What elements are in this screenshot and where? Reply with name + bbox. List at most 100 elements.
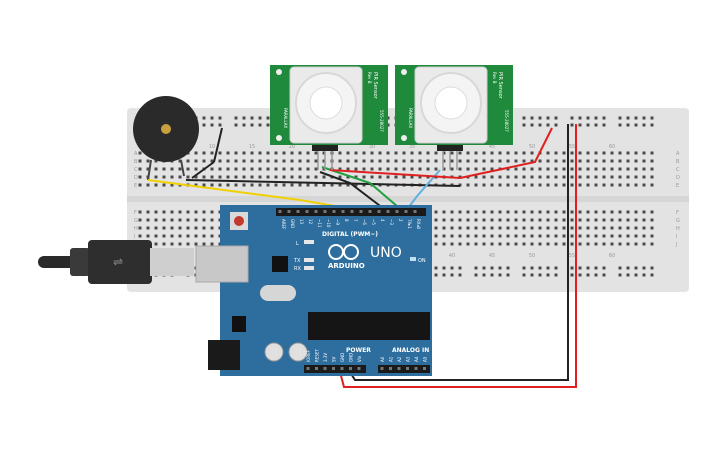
breadboard-hole[interactable]: [610, 175, 614, 179]
breadboard-hole[interactable]: [482, 242, 486, 246]
breadboard-hole[interactable]: [490, 242, 494, 246]
breadboard-hole[interactable]: [370, 175, 374, 179]
breadboard-hole[interactable]: [642, 210, 646, 214]
breadboard-hole[interactable]: [586, 242, 590, 246]
breadboard-hole[interactable]: [634, 175, 638, 179]
breadboard-hole[interactable]: [298, 151, 302, 155]
breadboard-hole[interactable]: [202, 183, 206, 187]
breadboard-hole[interactable]: [538, 234, 542, 238]
analog-pin[interactable]: [380, 367, 384, 370]
breadboard-hole[interactable]: [522, 167, 526, 171]
breadboard-hole[interactable]: [298, 183, 302, 187]
breadboard-hole[interactable]: [178, 175, 182, 179]
breadboard-hole[interactable]: [474, 273, 478, 277]
digital-pin[interactable]: [296, 210, 300, 213]
breadboard-hole[interactable]: [306, 167, 310, 171]
breadboard-hole[interactable]: [490, 210, 494, 214]
breadboard-hole[interactable]: [578, 242, 582, 246]
breadboard-hole[interactable]: [474, 159, 478, 163]
digital-pin[interactable]: [386, 210, 390, 213]
breadboard-hole[interactable]: [466, 218, 470, 222]
breadboard-hole[interactable]: [578, 175, 582, 179]
breadboard-hole[interactable]: [642, 218, 646, 222]
breadboard-hole[interactable]: [378, 151, 382, 155]
breadboard-hole[interactable]: [450, 226, 454, 230]
breadboard-hole[interactable]: [418, 151, 422, 155]
breadboard-hole[interactable]: [514, 183, 518, 187]
breadboard-hole[interactable]: [202, 175, 206, 179]
digital-pin[interactable]: [404, 210, 408, 213]
breadboard-hole[interactable]: [450, 266, 454, 270]
breadboard-hole[interactable]: [554, 218, 558, 222]
breadboard-hole[interactable]: [546, 159, 550, 163]
breadboard-hole[interactable]: [474, 266, 478, 270]
breadboard-hole[interactable]: [306, 151, 310, 155]
breadboard-hole[interactable]: [386, 167, 390, 171]
breadboard-hole[interactable]: [522, 159, 526, 163]
breadboard-hole[interactable]: [178, 242, 182, 246]
breadboard-hole[interactable]: [450, 151, 454, 155]
breadboard-hole[interactable]: [578, 218, 582, 222]
breadboard-hole[interactable]: [530, 123, 534, 127]
breadboard-hole[interactable]: [346, 183, 350, 187]
breadboard-hole[interactable]: [530, 151, 534, 155]
breadboard-hole[interactable]: [578, 273, 582, 277]
breadboard-hole[interactable]: [546, 218, 550, 222]
breadboard-hole[interactable]: [482, 218, 486, 222]
breadboard-hole[interactable]: [234, 183, 238, 187]
breadboard-hole[interactable]: [538, 116, 542, 120]
breadboard-hole[interactable]: [490, 226, 494, 230]
breadboard-hole[interactable]: [482, 183, 486, 187]
breadboard-hole[interactable]: [138, 151, 142, 155]
digital-pin[interactable]: [287, 210, 291, 213]
wire-black-signal[interactable]: [319, 171, 389, 213]
breadboard-hole[interactable]: [562, 175, 566, 179]
breadboard-hole[interactable]: [410, 167, 414, 171]
breadboard-hole[interactable]: [554, 159, 558, 163]
breadboard-hole[interactable]: [530, 159, 534, 163]
breadboard-hole[interactable]: [602, 183, 606, 187]
breadboard-hole[interactable]: [202, 116, 206, 120]
breadboard-hole[interactable]: [194, 242, 198, 246]
wire-black-buzzer[interactable]: [213, 127, 223, 163]
breadboard-hole[interactable]: [242, 183, 246, 187]
breadboard-hole[interactable]: [506, 242, 510, 246]
breadboard-hole[interactable]: [354, 151, 358, 155]
breadboard-hole[interactable]: [506, 266, 510, 270]
breadboard-hole[interactable]: [354, 159, 358, 163]
breadboard-hole[interactable]: [226, 175, 230, 179]
breadboard-hole[interactable]: [578, 151, 582, 155]
breadboard-hole[interactable]: [570, 210, 574, 214]
breadboard-hole[interactable]: [242, 167, 246, 171]
breadboard-hole[interactable]: [530, 242, 534, 246]
breadboard-hole[interactable]: [586, 159, 590, 163]
breadboard-hole[interactable]: [258, 175, 262, 179]
breadboard-hole[interactable]: [354, 167, 358, 171]
breadboard-hole[interactable]: [506, 226, 510, 230]
breadboard-hole[interactable]: [546, 226, 550, 230]
breadboard-hole[interactable]: [634, 116, 638, 120]
breadboard-hole[interactable]: [178, 167, 182, 171]
breadboard-hole[interactable]: [442, 151, 446, 155]
breadboard-hole[interactable]: [346, 151, 350, 155]
breadboard-hole[interactable]: [442, 226, 446, 230]
breadboard-hole[interactable]: [650, 226, 654, 230]
wire-red-5v[interactable]: [339, 124, 577, 388]
breadboard-hole[interactable]: [490, 218, 494, 222]
breadboard-hole[interactable]: [362, 159, 366, 163]
breadboard-hole[interactable]: [618, 273, 622, 277]
breadboard-hole[interactable]: [562, 167, 566, 171]
breadboard-hole[interactable]: [386, 175, 390, 179]
breadboard-hole[interactable]: [570, 151, 574, 155]
breadboard-hole[interactable]: [298, 175, 302, 179]
breadboard-hole[interactable]: [626, 210, 630, 214]
breadboard-hole[interactable]: [642, 183, 646, 187]
breadboard-hole[interactable]: [442, 234, 446, 238]
digital-pin[interactable]: [368, 210, 372, 213]
breadboard-hole[interactable]: [482, 159, 486, 163]
breadboard-hole[interactable]: [594, 210, 598, 214]
breadboard-hole[interactable]: [482, 210, 486, 214]
breadboard-hole[interactable]: [546, 183, 550, 187]
breadboard-hole[interactable]: [466, 234, 470, 238]
